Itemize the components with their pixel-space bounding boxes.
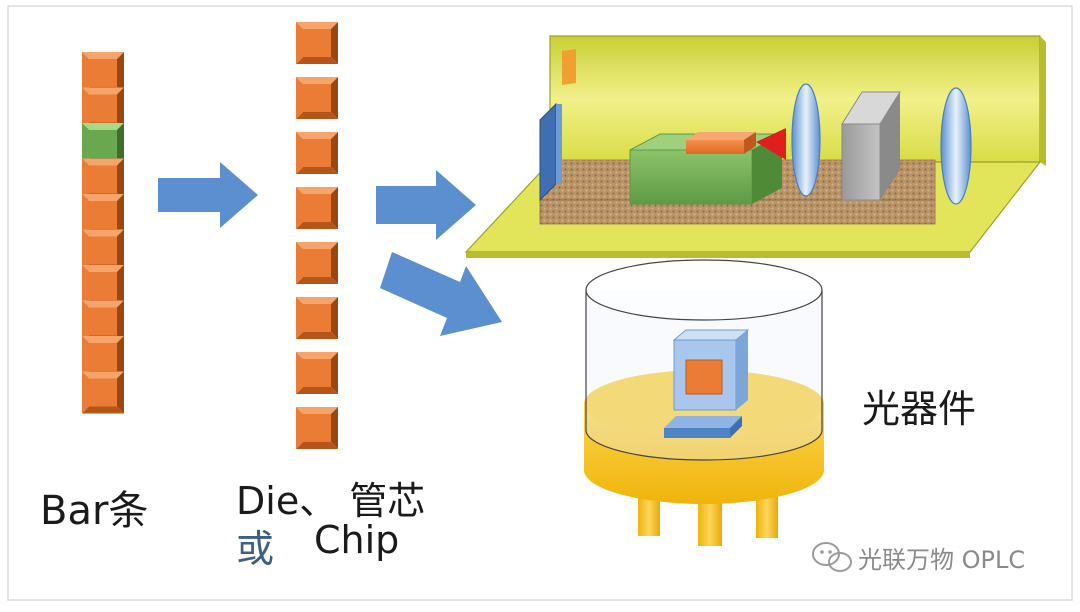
arrow-down-right-icon — [380, 252, 502, 336]
optical-bench-module — [464, 35, 1046, 258]
diagram-frame — [7, 5, 1073, 601]
die-chip — [296, 407, 338, 449]
die-chip — [296, 132, 338, 174]
or-label: 或 — [236, 527, 275, 571]
bar-segment — [82, 87, 124, 130]
watermark-text: 光联万物 OPLC — [858, 546, 1026, 574]
lens-icon — [940, 87, 972, 205]
lens-icon — [791, 83, 821, 197]
die-chip — [296, 187, 338, 229]
die-column — [296, 22, 338, 449]
die-chip — [296, 352, 338, 394]
arrow-right-icon — [376, 170, 476, 240]
to-can-package — [584, 259, 824, 546]
die-chip — [296, 22, 338, 64]
die-chip — [296, 77, 338, 119]
chip-label: Chip — [314, 518, 400, 562]
bar-segment — [82, 371, 124, 414]
bar-segment — [82, 229, 124, 272]
die-chip — [296, 242, 338, 284]
bar-segment — [82, 158, 124, 201]
arrow-right-icon — [158, 162, 258, 228]
die-label: Die、 管芯 — [236, 479, 426, 523]
laser-bar-strip — [82, 52, 124, 414]
optical-device-label: 光器件 — [862, 387, 977, 431]
bar-label: Bar条 — [40, 488, 149, 534]
watermark: 光联万物 OPLC — [858, 540, 1025, 575]
wechat-logo-icon — [812, 542, 852, 572]
die-chip — [296, 297, 338, 339]
